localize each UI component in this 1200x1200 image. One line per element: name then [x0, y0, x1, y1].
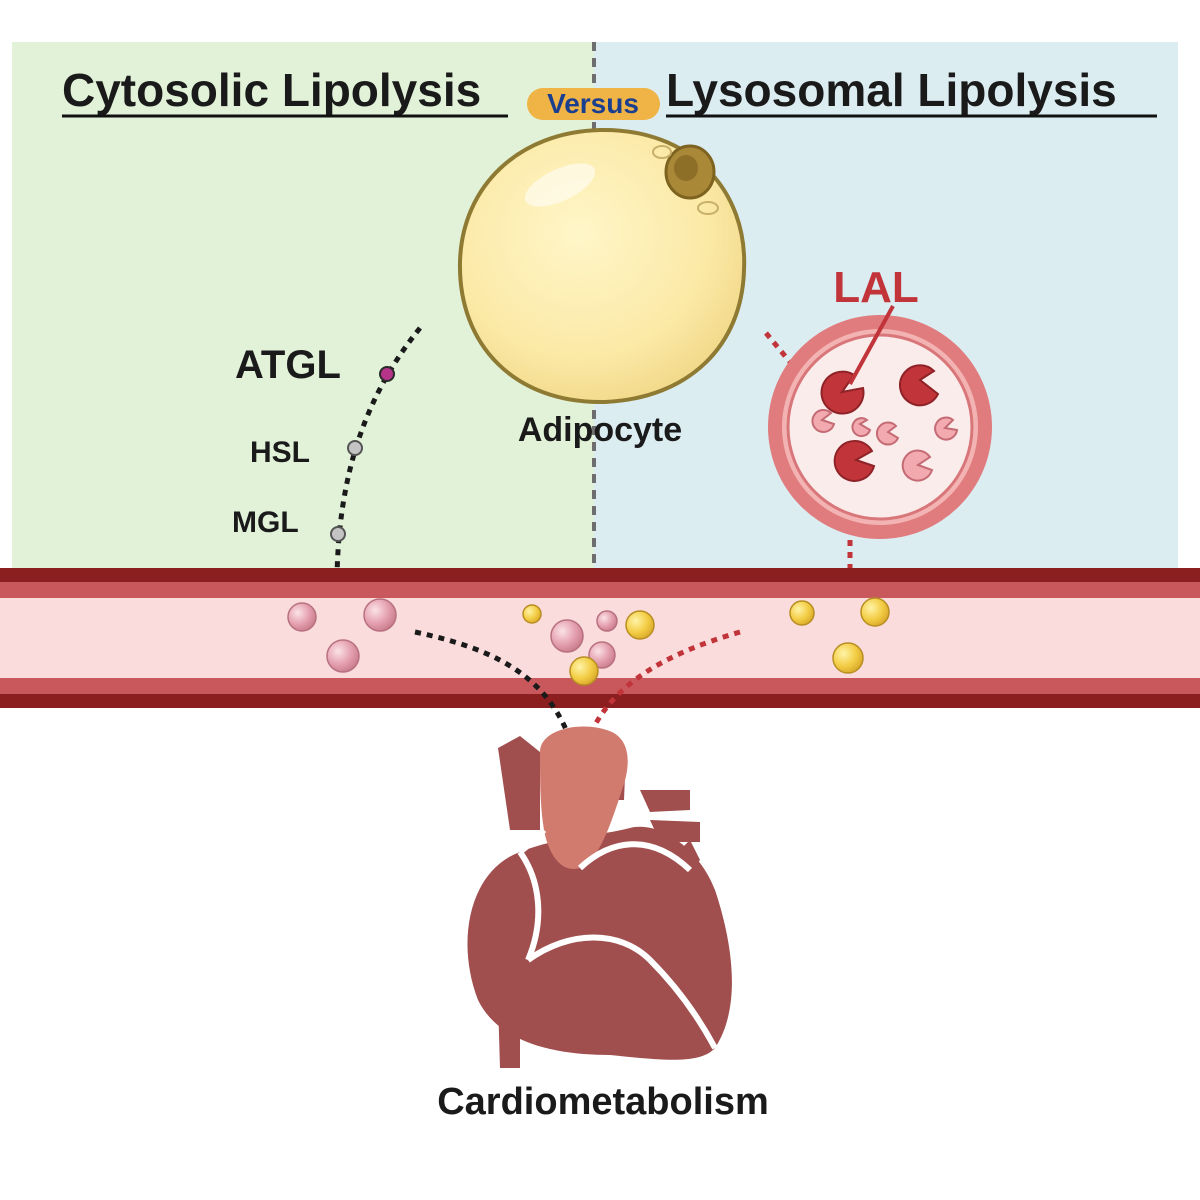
- heart-label: Cardiometabolism: [437, 1081, 769, 1123]
- adipocyte-cell: [457, 127, 747, 405]
- lal-label: LAL: [833, 263, 919, 312]
- cytosolic-path-arrow: [319, 326, 422, 612]
- hsl-dot: [347, 440, 363, 456]
- lal-pointer-line: [848, 305, 895, 385]
- enzyme-label-mgl: MGL: [232, 506, 299, 539]
- right-panel-title: Lysosomal Lipolysis: [666, 64, 1117, 116]
- lal-enzymes: [811, 364, 959, 482]
- mgl-dot: [330, 526, 346, 542]
- enzyme-label-atgl: ATGL: [235, 343, 341, 387]
- blood-vessel: [0, 568, 1200, 708]
- enzyme-label-hsl: HSL: [250, 436, 310, 469]
- adipocyte-label: Adipocyte: [518, 411, 682, 449]
- heart-icon: [467, 726, 732, 1068]
- left-panel-title: Cytosolic Lipolysis: [62, 64, 481, 116]
- versus-badge: [527, 88, 660, 120]
- yellow-fatty-acid-particles: [522, 597, 890, 686]
- pink-lipoprotein-particles: [287, 598, 618, 673]
- versus-label: Versus: [547, 88, 639, 119]
- atgl-dot: [379, 366, 395, 382]
